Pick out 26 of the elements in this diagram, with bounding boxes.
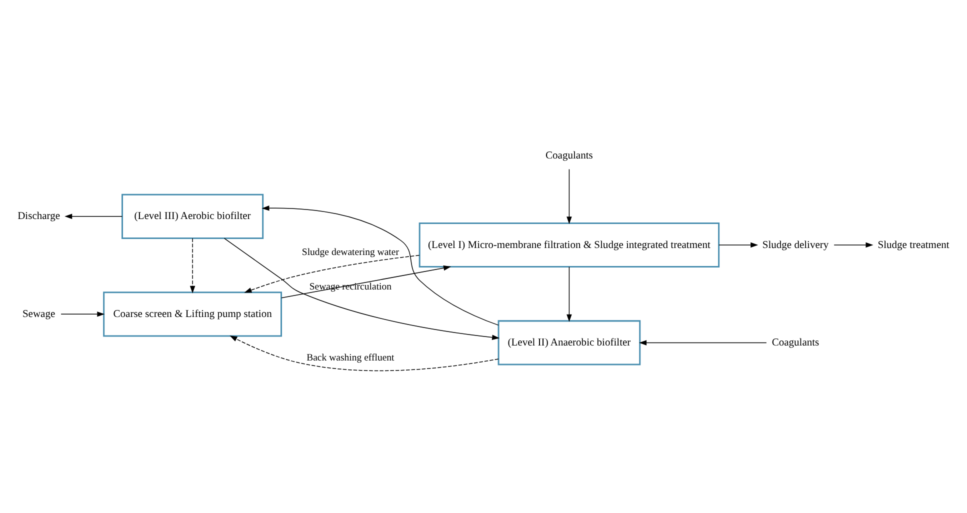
node-text: Sludge delivery <box>762 240 829 251</box>
arrow <box>230 336 499 372</box>
arrow <box>566 168 572 224</box>
node-text: Coagulants <box>772 338 820 349</box>
arrow <box>60 312 105 317</box>
arrow <box>566 266 572 322</box>
edge-label: Sewage recirculation <box>309 282 392 293</box>
edge-label: Back washing effluent <box>306 352 394 364</box>
arrow <box>64 214 122 220</box>
node-box: Coarse screen & Lifting pump station <box>103 292 282 337</box>
arrow <box>244 254 420 293</box>
node-text: Sewage <box>22 308 56 320</box>
edge-label: Sludge dewatering water <box>302 247 399 258</box>
arrow <box>639 340 767 346</box>
arrow <box>190 238 196 294</box>
node-box: (Level III) Aerobic biofilter <box>122 194 264 239</box>
arrow <box>718 242 758 248</box>
arrow <box>224 238 500 340</box>
node-text: Sludge treatment <box>878 240 950 251</box>
arrow <box>262 206 499 326</box>
arrow <box>834 242 874 248</box>
node-text: Coagulants <box>546 150 593 162</box>
node-box: (Level I) Micro-membrane filtration & Sludge integrated treatment <box>418 222 720 268</box>
node-box: (Level II) Anaerobic biofilter <box>498 320 641 366</box>
node-text: Discharge <box>18 211 60 222</box>
arrow <box>281 265 452 298</box>
